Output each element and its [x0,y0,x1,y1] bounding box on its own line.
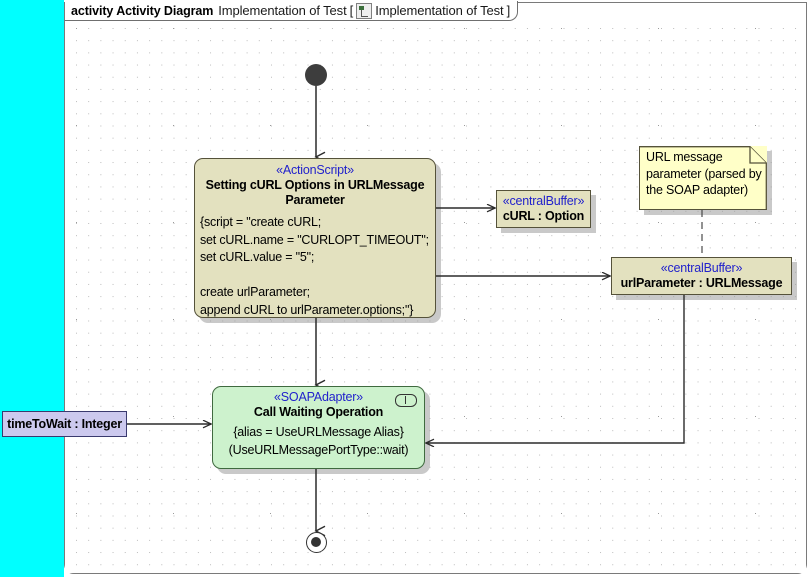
buffer-curl-name: cURL : Option [502,209,585,223]
activity-diagram-icon [356,2,373,19]
buffer-curl-stereotype: «centralBuffer» [502,194,585,208]
note-text: URL message parameter (parsed by the SOA… [646,150,762,197]
soap-node-stereotype: «SOAPAdapter» [274,390,363,404]
central-buffer-urlparameter[interactable]: «centralBuffer» urlParameter : URLMessag… [611,257,792,295]
soap-node-name: Call Waiting Operation [253,405,384,419]
activity-parameter-label: timeToWait : Integer [7,417,122,431]
action-node-script-body: {script = "create cURL; set cURL.name = … [200,215,429,317]
buffer-urlparam-stereotype: «centralBuffer» [660,261,743,275]
frame-ref-name: Implementation of Test [375,3,504,18]
action-node-call-waiting-operation[interactable]: «SOAPAdapter» Call Waiting Operation {al… [212,386,425,469]
note-url-message-parameter[interactable]: URL message parameter (parsed by the SOA… [639,146,767,210]
activity-parameter-node-timetowait[interactable]: timeToWait : Integer [2,411,127,437]
initial-node[interactable] [305,64,327,86]
frame-name: Implementation of Test [218,3,347,18]
frame-keyword: activity Activity Diagram [71,3,214,18]
frame-bracket-close: ] [506,3,511,18]
soap-node-body: {alias = UseURLMessage Alias} (UseURLMes… [228,425,409,457]
central-buffer-curl[interactable]: «centralBuffer» cURL : Option [496,190,591,228]
diagram-canvas[interactable] [65,20,806,573]
action-node-name: Setting cURL Options in URLMessage Param… [205,178,425,207]
call-behavior-pin-icon [395,394,417,407]
left-cyan-band [0,0,64,577]
diagram-frame-title-tab[interactable]: activity Activity Diagram Implementation… [65,1,519,21]
buffer-urlparam-name: urlParameter : URLMessage [620,276,783,290]
activity-final-node[interactable] [306,532,327,553]
frame-bracket-open: [ [349,3,354,18]
action-node-stereotype: «ActionScript» [276,163,354,177]
action-node-setting-curl-options[interactable]: «ActionScript» Setting cURL Options in U… [194,158,436,318]
